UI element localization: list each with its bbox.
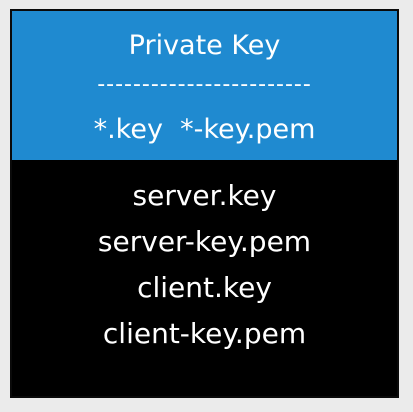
card-title: Private Key bbox=[128, 30, 281, 61]
card-header: Private Key ------------------------ *.k… bbox=[12, 11, 397, 160]
file-item-client-key-pem: client-key.pem bbox=[102, 317, 307, 350]
file-item-client-key: client.key bbox=[137, 271, 272, 304]
extension-patterns: *.key *-key.pem bbox=[93, 114, 316, 145]
header-separator: ------------------------ bbox=[97, 73, 312, 97]
file-item-server-key: server.key bbox=[132, 179, 277, 212]
private-key-card: Private Key ------------------------ *.k… bbox=[10, 9, 399, 398]
file-list: server.key server-key.pem client.key cli… bbox=[12, 173, 397, 357]
file-item-server-key-pem: server-key.pem bbox=[97, 225, 312, 258]
